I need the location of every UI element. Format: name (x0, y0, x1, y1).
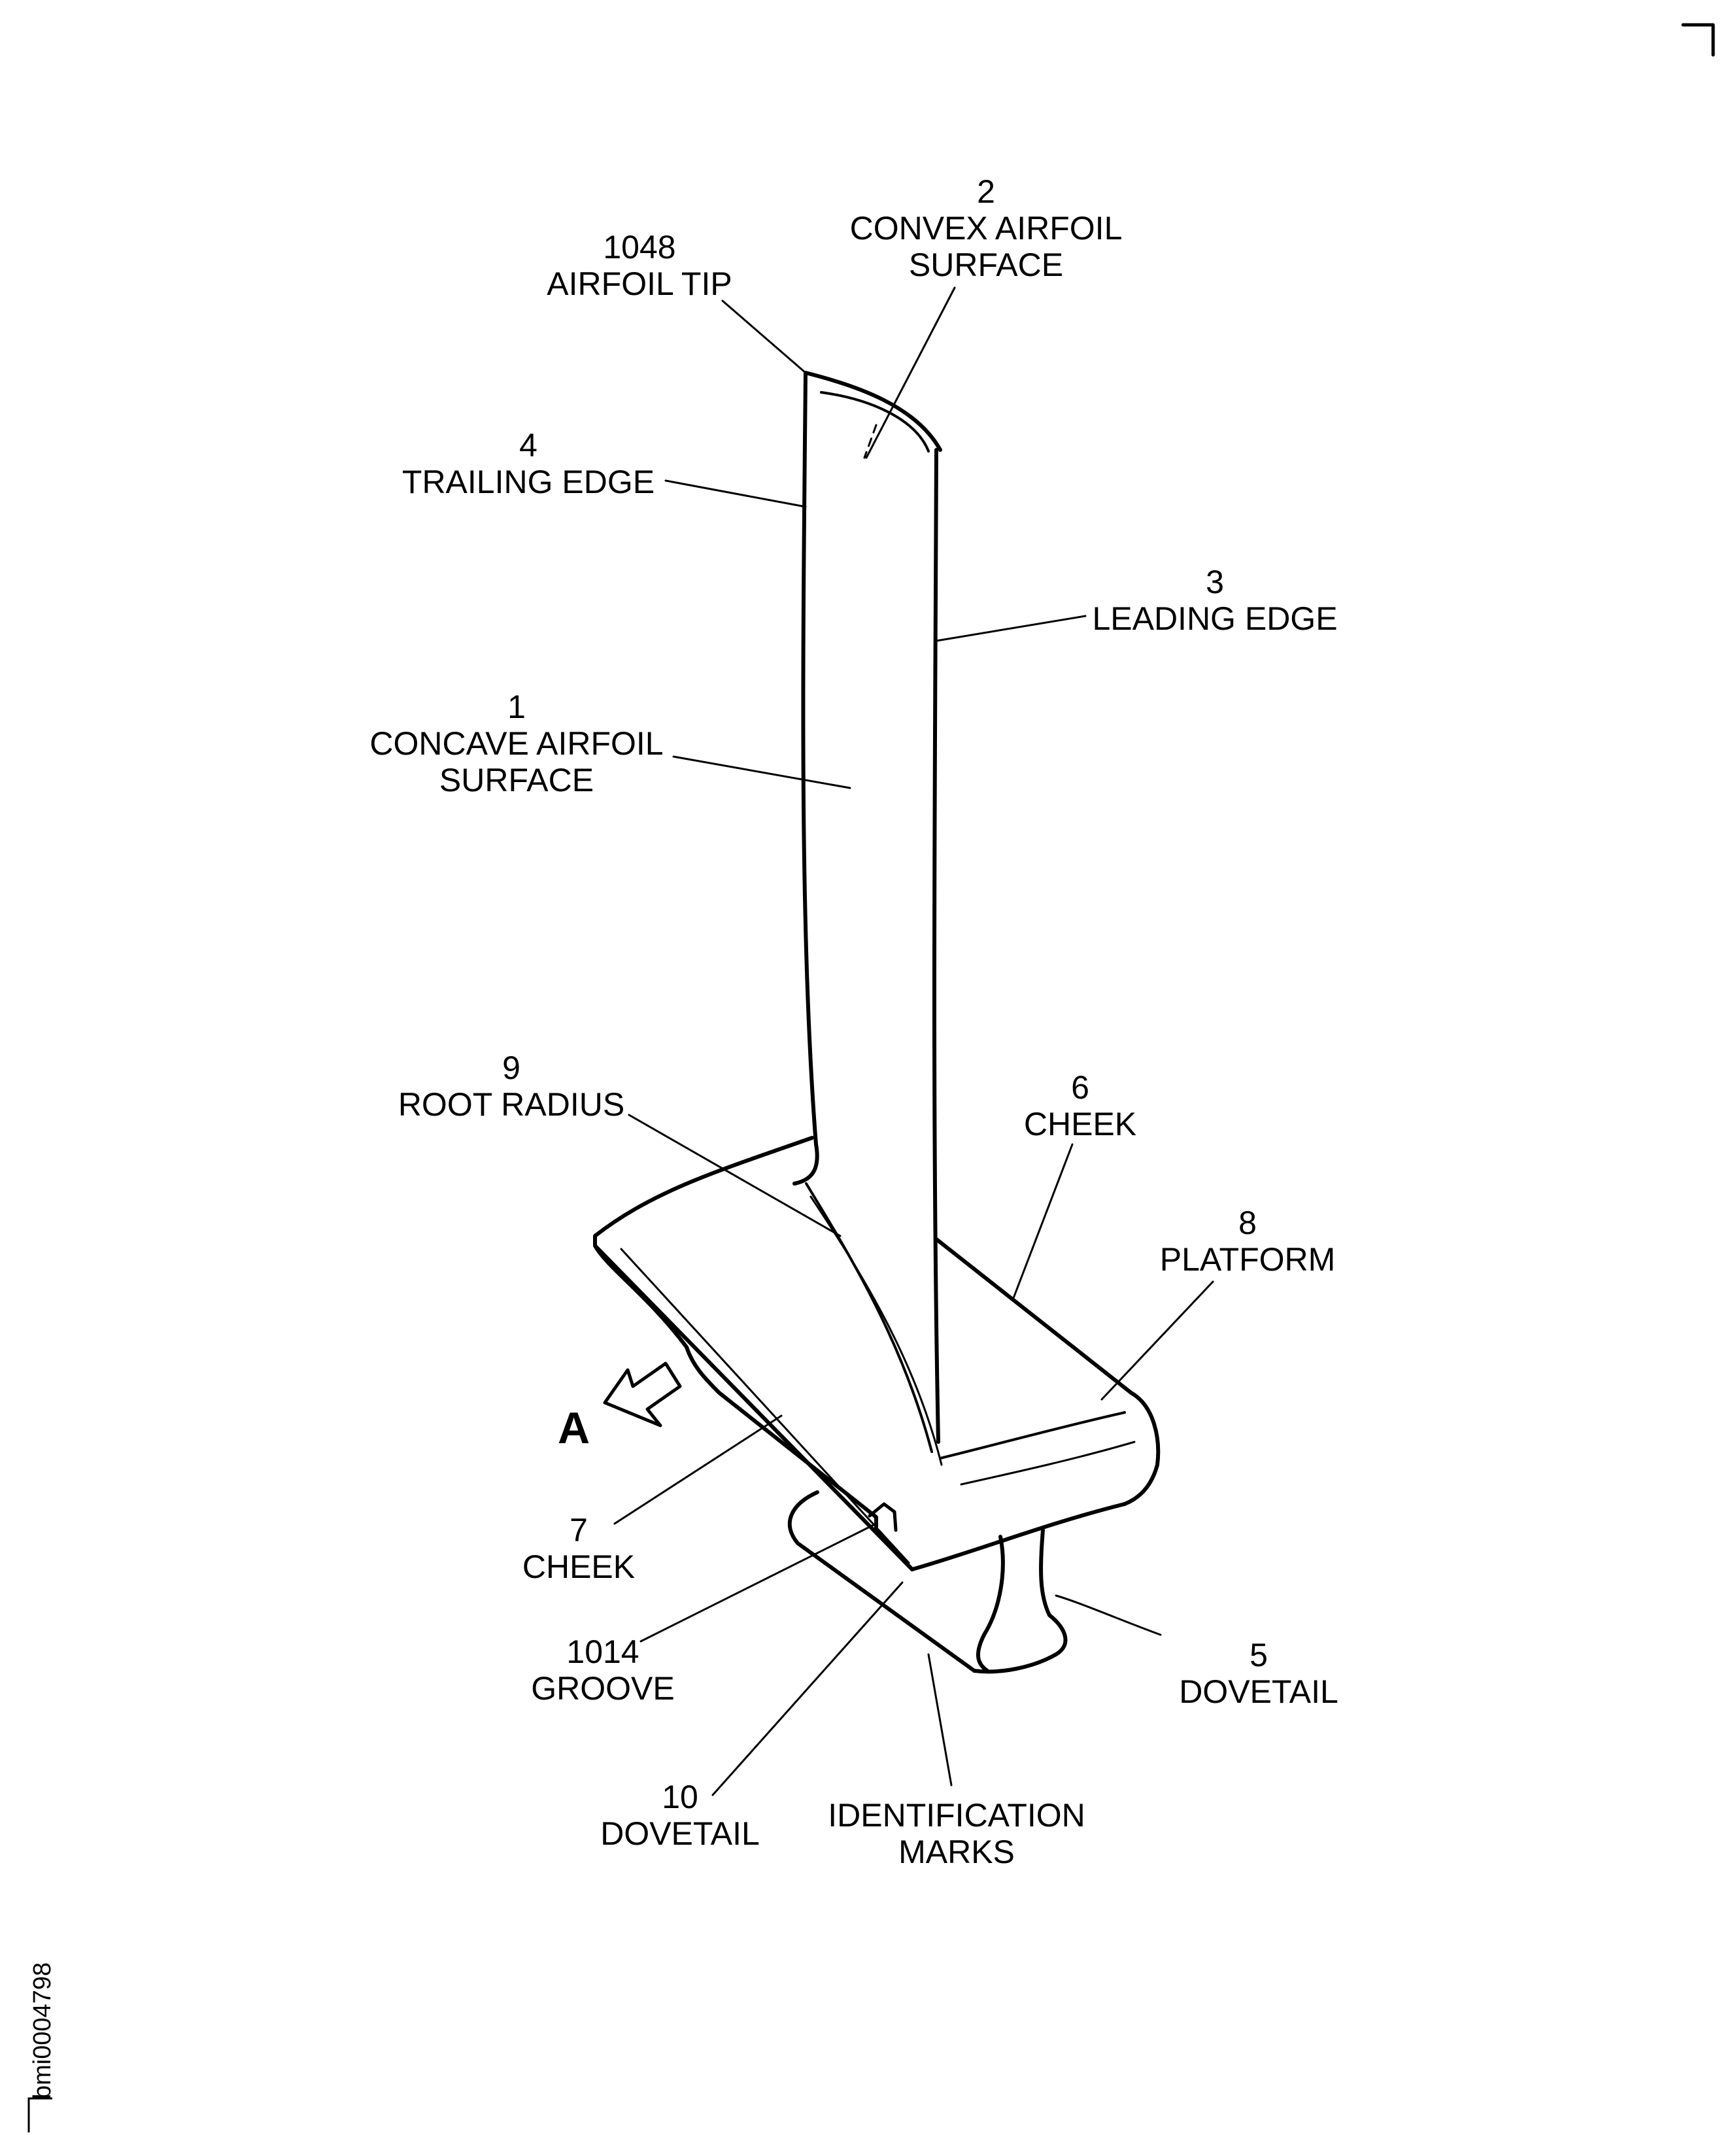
leader-leading-edge (935, 615, 1087, 642)
leader-dovetail-right (1055, 1594, 1162, 1636)
view-arrow-a-icon (603, 1361, 682, 1428)
groove-notch (868, 1502, 898, 1532)
leader-airfoil-tip (721, 299, 807, 374)
label-root-radius: 9 ROOT RADIUS (398, 1050, 625, 1123)
platform-body (593, 1136, 1161, 1571)
leader-identification-marks (927, 1653, 953, 1787)
label-airfoil-tip: 1048 AIRFOIL TIP (547, 229, 732, 302)
label-dovetail-right: 5 DOVETAIL (1179, 1637, 1338, 1710)
airfoil (792, 371, 942, 1444)
leader-dovetail-bottom (711, 1581, 904, 1796)
leader-groove (639, 1522, 877, 1643)
leader-lines (613, 286, 1214, 1796)
label-convex-airfoil-surface: 2 CONVEX AIRFOIL SURFACE (849, 173, 1123, 283)
label-platform: 8 PLATFORM (1159, 1205, 1336, 1278)
leader-concave-surface (672, 755, 851, 789)
leader-trailing-edge (664, 479, 807, 508)
leader-root-radius (628, 1114, 842, 1237)
airfoil-tip-outline (804, 371, 942, 452)
figure-id: bmi0004798 (29, 1962, 56, 2099)
crop-mark (1681, 23, 1715, 57)
label-trailing-edge: 4 TRAILING EDGE (401, 427, 655, 500)
trailing-edge-outline (801, 371, 818, 1146)
label-groove: 1014 GROOVE (531, 1633, 675, 1707)
label-concave-airfoil-surface: 1 CONCAVE AIRFOIL SURFACE (369, 689, 664, 798)
leading-edge-outline (932, 448, 940, 1444)
label-identification-marks: IDENTIFICATION MARKS (828, 1797, 1085, 1870)
leader-cheek-upper (1012, 1143, 1074, 1299)
label-dovetail-bottom: 10 DOVETAIL (600, 1779, 760, 1852)
figure-id-bracket (27, 2097, 52, 2132)
leader-convex-surface (865, 286, 956, 459)
leader-cheek-lower (613, 1414, 783, 1525)
leader-platform (1100, 1280, 1214, 1401)
dovetail-body (787, 1490, 1068, 1674)
label-cheek-upper: 6 CHEEK (1023, 1069, 1137, 1142)
root-radius (805, 1182, 943, 1466)
leader-convex-surface-dash (863, 424, 877, 459)
label-leading-edge: 3 LEADING EDGE (1092, 564, 1338, 637)
label-cheek-lower: 7 CHEEK (522, 1512, 636, 1585)
view-arrow-label: A (558, 1403, 590, 1453)
